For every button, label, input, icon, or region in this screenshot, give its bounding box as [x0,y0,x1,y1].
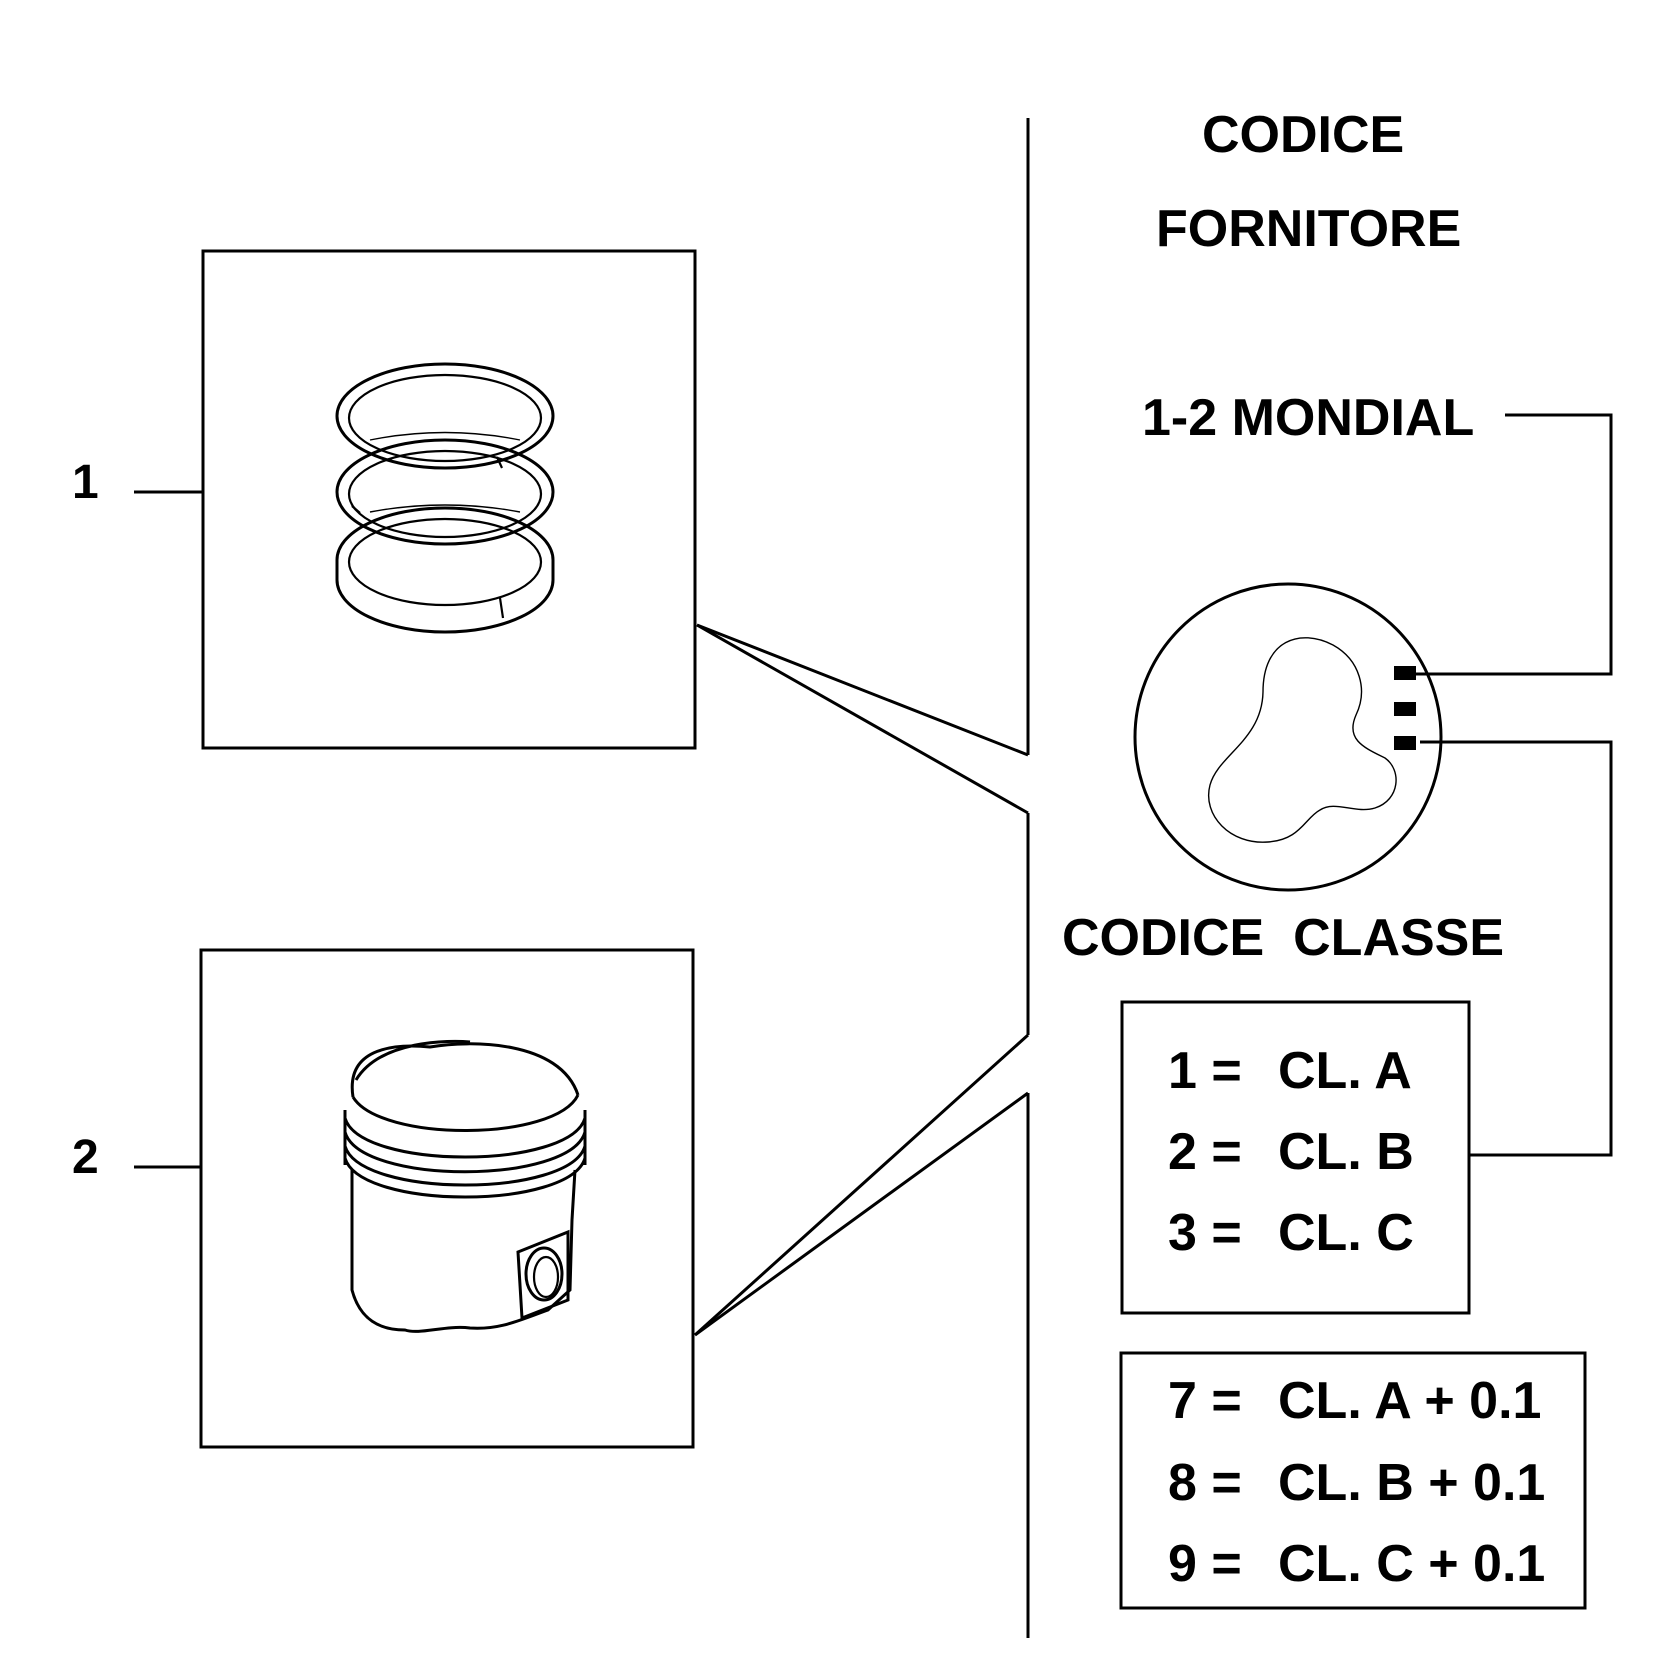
standard-class-table [1120,1000,1471,1315]
piston-icon [343,1039,587,1333]
class-label-1: CL. A [1278,1042,1412,1100]
class-code-1: 1 = [1168,1042,1242,1100]
supplier-code-value: 1-2 MONDIAL [1142,389,1474,447]
class-label-3: CL. C [1278,1204,1414,1262]
piston-frame [199,948,695,1449]
class-code-2: 2 = [1168,1123,1242,1181]
oversize-code-8: 8 = [1168,1454,1242,1512]
marking-slot-3 [1394,736,1416,750]
oversize-label-8: CL. B + 0.1 [1278,1454,1545,1512]
leader-supplier-code [1400,413,1613,676]
piston-crown-marking-icon [1133,582,1443,892]
marking-slot-2 [1394,702,1416,716]
supplier-code-heading-line2: FORNITORE [1156,200,1461,258]
pointer-piston [693,1033,1030,1337]
item-number-2: 2 [72,1131,99,1184]
oversize-label-9: CL. C + 0.1 [1278,1535,1545,1593]
class-code-3: 3 = [1168,1204,1242,1262]
oversize-class-table [1119,1351,1587,1610]
supplier-code-heading-line1: CODICE [1202,106,1404,164]
oversize-label-7: CL. A + 0.1 [1278,1372,1541,1430]
class-label-2: CL. B [1278,1123,1414,1181]
piston-rings-frame [201,249,697,750]
marking-slot-1 [1394,666,1416,680]
leader-class-code [1420,740,1613,1157]
class-code-heading: CODICE CLASSE [1062,909,1504,967]
piston-rings-icon [335,362,555,634]
pointer-rings [696,623,1029,815]
oversize-code-7: 7 = [1168,1372,1242,1430]
oversize-code-9: 9 = [1168,1535,1242,1593]
item-number-1: 1 [72,456,99,509]
